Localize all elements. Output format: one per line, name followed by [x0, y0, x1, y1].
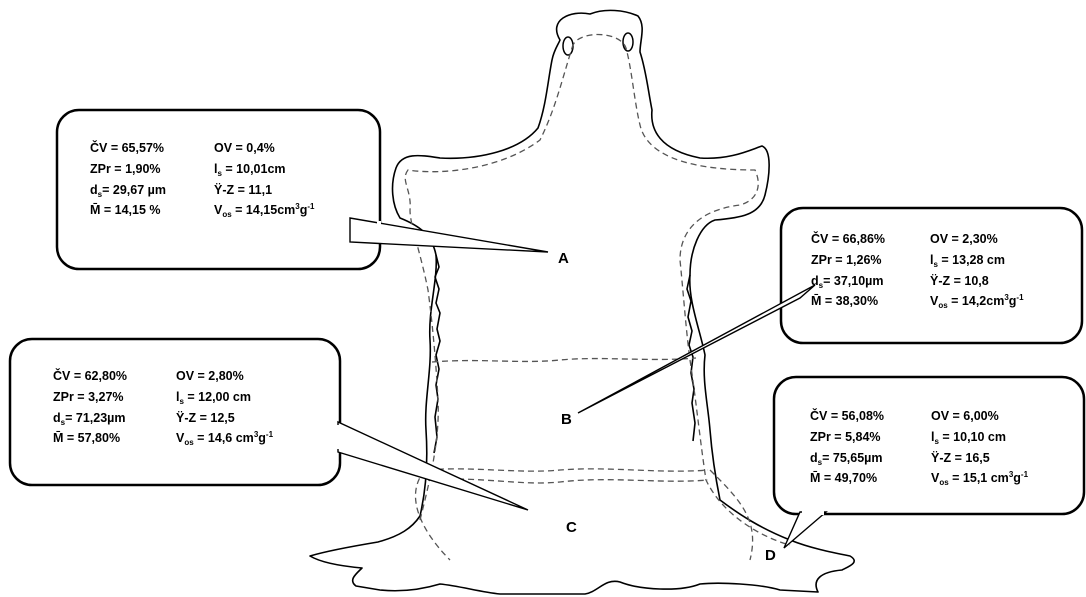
callout-c: ČV = 62,80% OV = 2,80% ZPr = 3,27%ls = 12…	[8, 337, 529, 511]
a-ls: = 10,01cm	[222, 162, 286, 176]
b-ov: OV = 2,30%	[930, 232, 998, 246]
a-cv: ČV = 65,57%	[90, 140, 164, 155]
svg-text:ds= 29,67 µmŸ-Z = 11,1: ds= 29,67 µmŸ-Z = 11,1	[90, 182, 272, 199]
region-label-d: D	[765, 547, 776, 564]
a-ds: = 29,67 µm	[102, 183, 166, 197]
inner-dashed-d-region	[709, 469, 754, 561]
svg-text:ČV = 62,80%OV = 2,80%: ČV = 62,80% OV = 2,80%	[53, 368, 244, 383]
hide-outline	[309, 9, 855, 595]
inner-dashed-contour	[404, 33, 791, 546]
d-m: M̄ = 49,70%	[810, 471, 877, 485]
a-ov: OV = 0,4%	[214, 141, 275, 155]
c-ds: = 71,23µm	[65, 411, 125, 425]
d-vos: = 15,1 cm	[949, 471, 1009, 485]
callout-b: ČV = 66,86% OV = 2,30% ZPr = 1,26%ls = 13…	[577, 206, 1084, 414]
b-yz: Ÿ-Z = 10,8	[930, 273, 989, 288]
region-label-b: B	[561, 411, 572, 428]
svg-text:M̄ = 57,80%Vos = 14,6 cm3g-1: M̄ = 57,80%Vos = 14,6 cm3g-1	[53, 430, 274, 447]
c-zpr: ZPr = 3,27%	[53, 390, 124, 404]
svg-text:M̄ = 38,30%Vos = 14,2cm3g-1: M̄ = 38,30%Vos = 14,2cm3g-1	[811, 293, 1024, 310]
inner-dashed-c-region	[414, 469, 451, 561]
c-vos: = 14,6 cm	[194, 431, 254, 445]
b-vos: = 14,2cm	[948, 294, 1005, 308]
a-yz: Ÿ-Z = 11,1	[214, 182, 272, 197]
svg-text:ZPr = 3,27%ls = 12,00 cm: ZPr = 3,27%ls = 12,00 cm	[53, 390, 251, 406]
c-m: M̄ = 57,80%	[53, 431, 120, 445]
c-ov: OV = 2,80%	[176, 369, 244, 383]
a-vos: = 14,15cm	[232, 203, 296, 217]
c-ls: = 12,00 cm	[184, 390, 251, 404]
head-right-oval	[622, 32, 634, 52]
divider-bc-2	[427, 478, 709, 484]
d-zpr: ZPr = 5,84%	[810, 430, 881, 444]
callout-a: ČV = 65,57% OV = 0,4% ZPr = 1,90%ls = 10,…	[55, 108, 549, 271]
svg-text:ČV = 56,08%OV = 6,00%: ČV = 56,08% OV = 6,00%	[810, 408, 999, 423]
b-m: M̄ = 38,30%	[811, 294, 878, 308]
divider-bc	[427, 468, 709, 472]
callout-d: ČV = 56,08% OV = 6,00% ZPr = 5,84%ls = 10…	[772, 375, 1086, 549]
d-ls: = 10,10 cm	[939, 430, 1006, 444]
d-yz: Ÿ-Z = 16,5	[931, 450, 990, 465]
svg-text:ČV = 65,57%OV = 0,4%: ČV = 65,57% OV = 0,4%	[90, 140, 275, 155]
d-cv: ČV = 56,08%	[810, 408, 884, 423]
region-label-c: C	[566, 519, 577, 536]
a-zpr: ZPr = 1,90%	[90, 162, 161, 176]
c-yz: Ÿ-Z = 12,5	[176, 410, 235, 425]
svg-text:ZPr = 5,84%ls = 10,10 cm: ZPr = 5,84%ls = 10,10 cm	[810, 430, 1006, 446]
c-cv: ČV = 62,80%	[53, 368, 127, 383]
hide-outline-jagged-left	[433, 254, 441, 454]
a-m: M̄ = 14,15 %	[90, 203, 161, 217]
b-cv: ČV = 66,86%	[811, 231, 885, 246]
head-left-oval	[562, 36, 574, 56]
svg-text:M̄ = 14,15 %Vos = 14,15cm3g-1: M̄ = 14,15 %Vos = 14,15cm3g-1	[90, 202, 315, 219]
hide-outline-jagged-right	[686, 274, 696, 442]
region-label-a: A	[558, 250, 569, 267]
b-zpr: ZPr = 1,26%	[811, 253, 882, 267]
svg-text:ČV = 66,86%OV = 2,30%: ČV = 66,86% OV = 2,30%	[811, 231, 998, 246]
d-ov: OV = 6,00%	[931, 409, 999, 423]
svg-text:M̄ = 49,70%Vos = 15,1 cm3g-1: M̄ = 49,70%Vos = 15,1 cm3g-1	[810, 470, 1029, 487]
svg-text:ZPr = 1,26%ls = 13,28 cm: ZPr = 1,26%ls = 13,28 cm	[811, 253, 1005, 269]
svg-text:ZPr = 1,90%ls = 10,01cm: ZPr = 1,90%ls = 10,01cm	[90, 162, 286, 178]
divider-ab	[431, 357, 697, 363]
d-ds: = 75,65µm	[822, 451, 882, 465]
b-ds: = 37,10µm	[823, 274, 883, 288]
b-ls: = 13,28 cm	[938, 253, 1005, 267]
